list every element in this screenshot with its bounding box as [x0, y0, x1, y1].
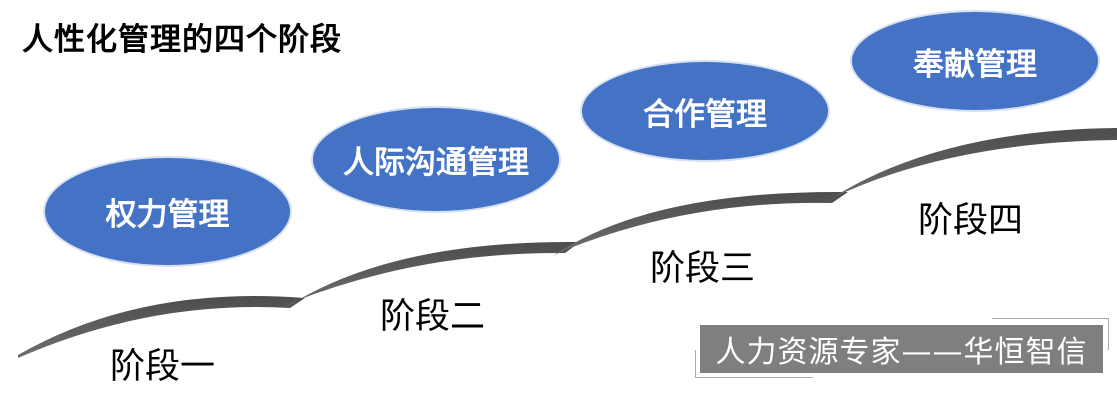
phase-oval-2: 人际沟通管理 — [313, 108, 559, 211]
phase-oval-1: 权力管理 — [45, 158, 290, 265]
phase-oval-3: 合作管理 — [582, 62, 828, 160]
watermark: 人力资源专家——华恒智信 — [700, 325, 1103, 373]
page-title: 人性化管理的四个阶段 — [22, 22, 342, 58]
watermark-frame-line — [695, 350, 696, 378]
curve-segment-2 — [285, 241, 580, 308]
curve-segment-3 — [553, 191, 848, 256]
phase-label: 奉献管理 — [913, 46, 1037, 83]
watermark-frame-line — [695, 377, 813, 378]
curve-segment-4 — [820, 128, 1117, 206]
phase-label: 合作管理 — [643, 96, 767, 133]
stage-label-4: 阶段四 — [918, 201, 1024, 241]
phase-label: 权力管理 — [105, 197, 230, 233]
stage-label-1: 阶段一 — [110, 347, 216, 387]
phase-label: 人际沟通管理 — [343, 145, 529, 181]
watermark-frame-line — [1108, 318, 1109, 350]
stage-label-3: 阶段三 — [650, 249, 756, 289]
curve-segment-1 — [18, 295, 305, 358]
watermark-frame-line — [992, 318, 1109, 319]
phase-oval-4: 奉献管理 — [852, 12, 1098, 110]
stage-label-2: 阶段二 — [380, 297, 486, 337]
